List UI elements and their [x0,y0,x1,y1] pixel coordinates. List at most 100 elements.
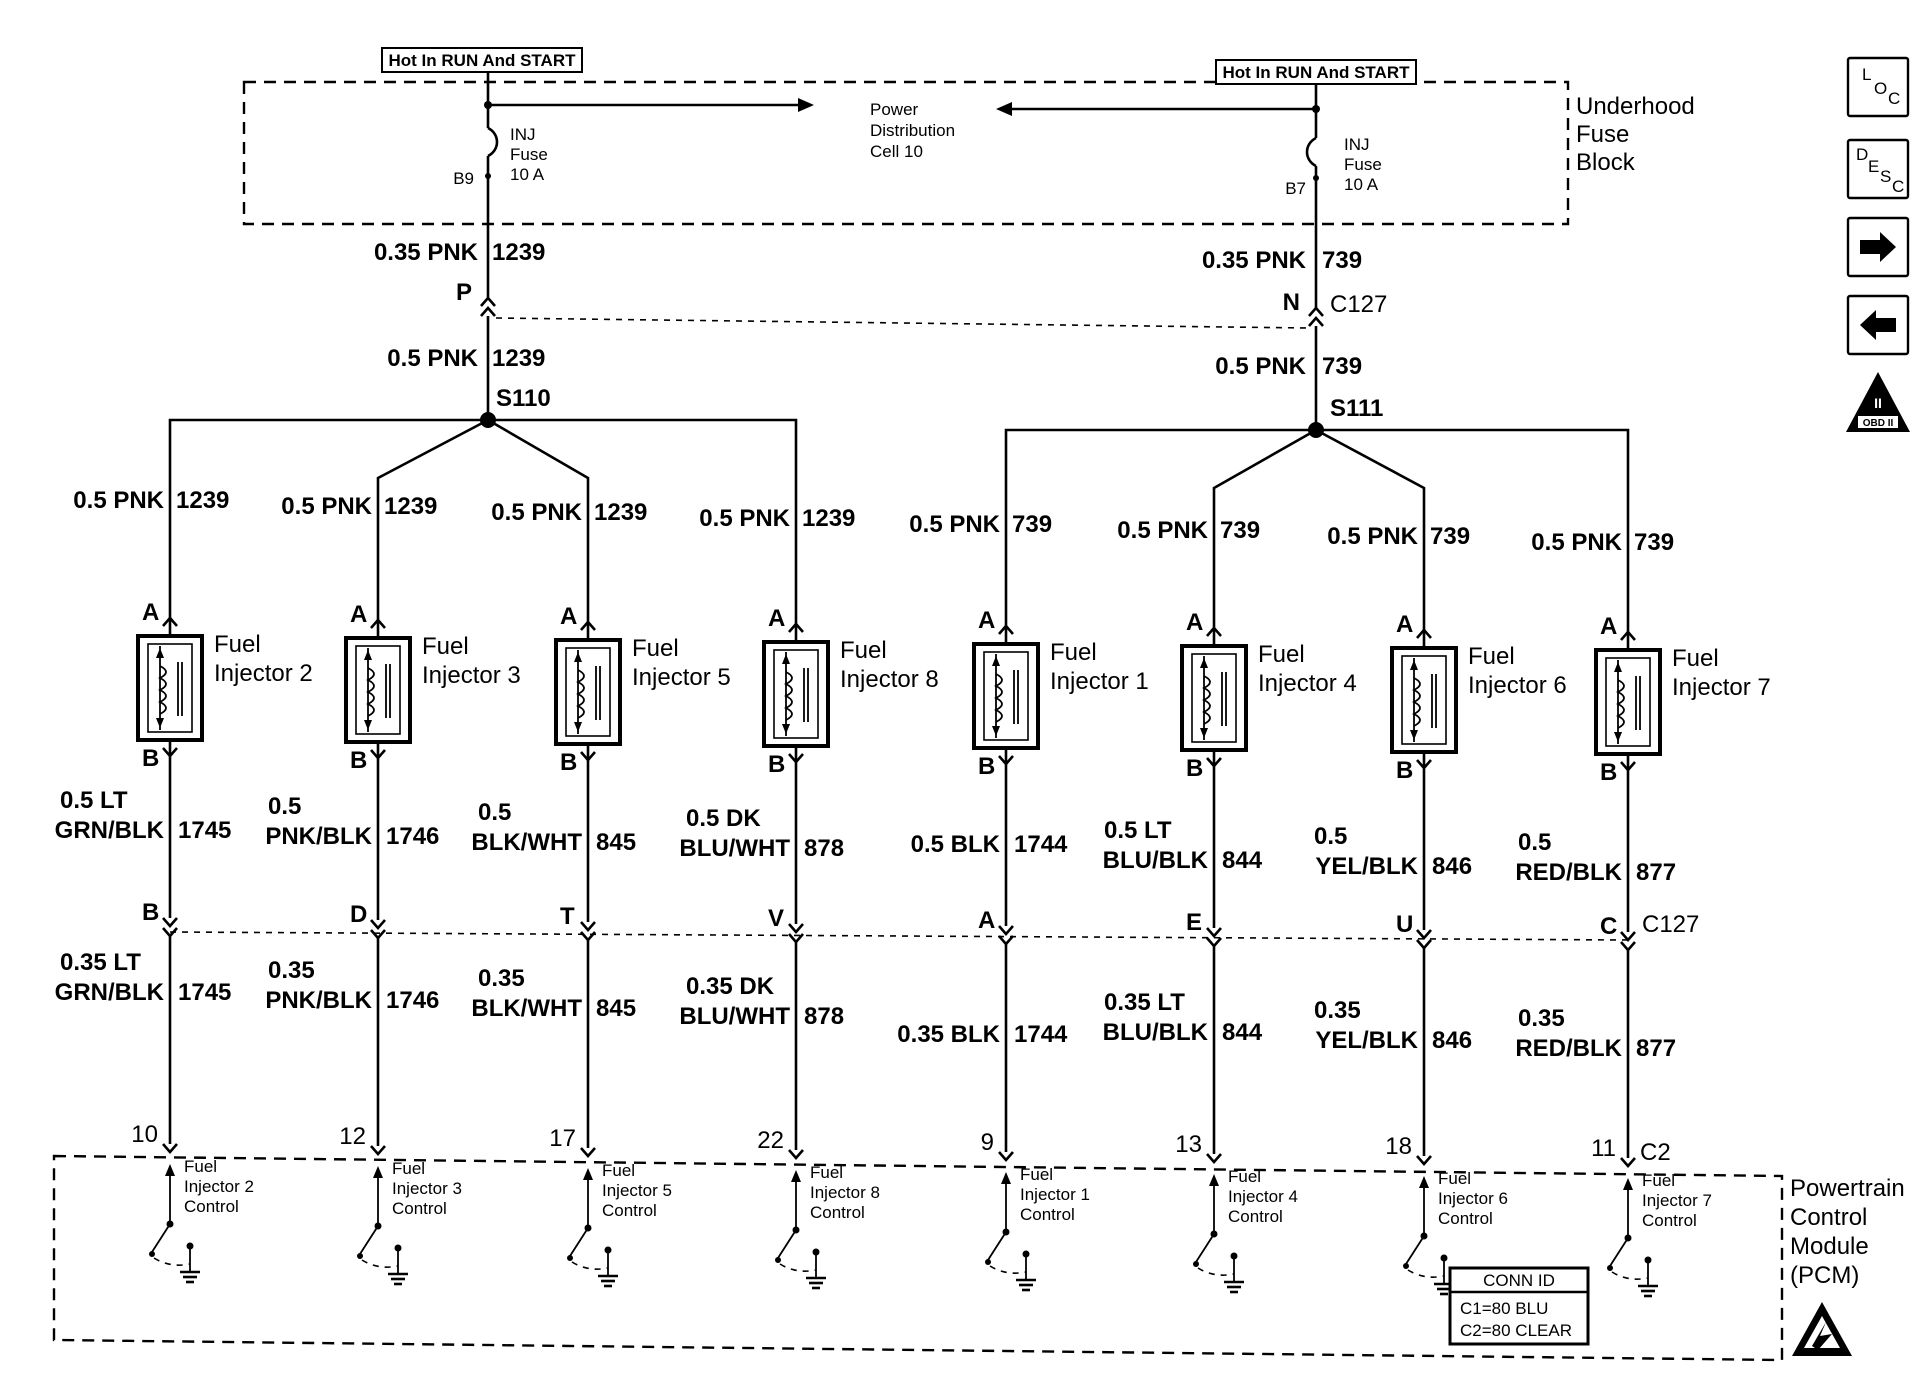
injector-name-line-1: Fuel [1468,643,1515,670]
pcm-control-line-3: Control [810,1203,865,1222]
pcm-control-line-2: Injector 4 [1228,1187,1298,1206]
injector-out-lower-gauge-line-2: PNK/BLK [265,987,372,1014]
injector-out-lower-gauge-line-2: BLU/BLK [1103,1019,1209,1046]
right-upper-circuit: 739 [1322,247,1362,274]
power-dist-line-3: Cell 10 [870,142,923,161]
injector-pcm-pin: 9 [981,1129,994,1156]
desc-icon-c: C [1892,177,1904,196]
c127-connector-icon [162,917,178,938]
injector-c127-pin: D [350,901,367,928]
injector-name-line-2: Injector 7 [1672,674,1771,701]
injector-name-line-1: Fuel [214,631,261,658]
conn-id-line-1: C1=80 BLU [1460,1299,1548,1318]
fuse-right-line-2: Fuse [1344,155,1382,174]
pcm-module: Powertrain Control Module (PCM) C2 [52,1139,1905,1362]
injector-out-upper-circuit: 1746 [386,823,439,850]
pcm-connector-icon [162,1143,178,1154]
power-dist-line-2: Distribution [870,121,955,140]
c127-left-connector-icon [480,296,496,317]
pcm-control-line-2: Injector 6 [1438,1189,1508,1208]
injector-feed-circuit: 739 [1220,517,1260,544]
fuse-right-icon [1305,136,1317,168]
injector-bottom-pin: B [142,745,159,772]
pcm-connector-icon [370,1145,386,1156]
injector-top-pin: A [768,605,785,632]
esd-warning-icon [1792,1302,1852,1356]
injector-feed-gauge: 0.5 PNK [491,499,582,526]
injector-name-line-1: Fuel [1050,639,1097,666]
injector-out-upper-gauge-line-2: RED/BLK [1515,859,1622,886]
injector-out-upper-gauge-line-2: PNK/BLK [265,823,372,850]
injector-pcm-pin: 12 [339,1123,366,1150]
injector-out-lower-circuit: 844 [1222,1019,1263,1046]
injector-out-upper-gauge: 0.5 BLK [911,831,1001,858]
fuel-injector-icon [136,634,204,742]
desc-icon: D [1856,145,1868,164]
injector-out-upper-circuit: 846 [1432,853,1472,880]
obd-ii-button[interactable]: II OBD II [1846,372,1910,432]
injector-out-upper-gauge-line-2: BLU/BLK [1103,847,1209,874]
c127-top-dashed-link [495,317,1309,329]
hot-label-right: Hot In RUN And START [1215,59,1417,85]
pcm-control-line-1: Fuel [1020,1165,1053,1184]
obd-ii-label: OBD II [1863,418,1894,429]
splice-right-label: S111 [1330,395,1383,422]
injector-out-upper-gauge-line-1: 0.5 [1518,829,1551,856]
arrow-left-icon [1860,310,1896,340]
prev-button[interactable] [1846,294,1910,356]
right-mid-gauge: 0.5 PNK [1215,353,1306,380]
injector-name-line-2: Injector 6 [1468,672,1567,699]
injector-feed-circuit: 1239 [802,505,855,532]
injector-out-lower-circuit: 845 [596,995,636,1022]
injector-top-pin-icon [162,616,178,627]
injector-pcm-pin: 18 [1385,1133,1412,1160]
pcm-driver-switch-icon [1193,1174,1244,1294]
injector-feed-circuit: 739 [1430,523,1470,550]
injector-feed-gauge: 0.5 PNK [281,493,372,520]
hot-label-left: Hot In RUN And START [381,47,583,73]
left-mid-gauge: 0.5 PNK [387,345,478,372]
loc-button[interactable]: L O C [1846,56,1910,118]
left-mid-circuit: 1239 [492,345,545,372]
injector-name-line-2: Injector 8 [840,666,939,693]
c127-connector-icon [370,919,386,940]
c127-mid-dashed-link [169,931,1629,941]
loc-icon-c: C [1888,89,1900,108]
injector-out-upper-circuit: 878 [804,835,844,862]
pcm-title-line-2: Control [1790,1204,1867,1231]
injector-out-upper-gauge-line-1: 0.5 [478,799,511,826]
pcm-control-line-3: Control [392,1199,447,1218]
injector-out-upper-circuit: 845 [596,829,636,856]
injector-name-line-2: Injector 3 [422,662,521,689]
pcm-control-line-2: Injector 3 [392,1179,462,1198]
injector-feed-circuit: 1239 [384,493,437,520]
injector-bottom-pin: B [350,747,367,774]
pcm-control-line-3: Control [184,1197,239,1216]
injector-name-line-1: Fuel [422,633,469,660]
next-button[interactable] [1846,216,1910,278]
pcm-connector-icon [788,1149,804,1160]
injector-out-upper-circuit: 844 [1222,847,1263,874]
fuse-left-line-1: INJ [510,125,536,144]
injector-out-lower-circuit: 1746 [386,987,439,1014]
right-feed: INJ Fuse 10 A B7 0.35 PNK 739 N C127 0.5… [1202,84,1387,438]
pcm-control-line-1: Fuel [1228,1167,1261,1186]
injector-feed-gauge: 0.5 PNK [1531,529,1622,556]
power-distribution: Power Distribution Cell 10 [488,98,1316,161]
pcm-driver-switch-icon [985,1172,1036,1292]
pcm-connector-icon [1416,1155,1432,1166]
injector-out-lower-circuit: 1744 [1014,1021,1068,1048]
injector-out-upper-circuit: 1745 [178,817,231,844]
injector-pcm-pin: 11 [1591,1135,1616,1162]
c127-connector-icon [788,923,804,944]
injector-name-line-1: Fuel [632,635,679,662]
desc-button[interactable]: D E S C [1846,138,1910,200]
injector-out-lower-gauge-line-1: 0.35 [1518,1005,1565,1032]
